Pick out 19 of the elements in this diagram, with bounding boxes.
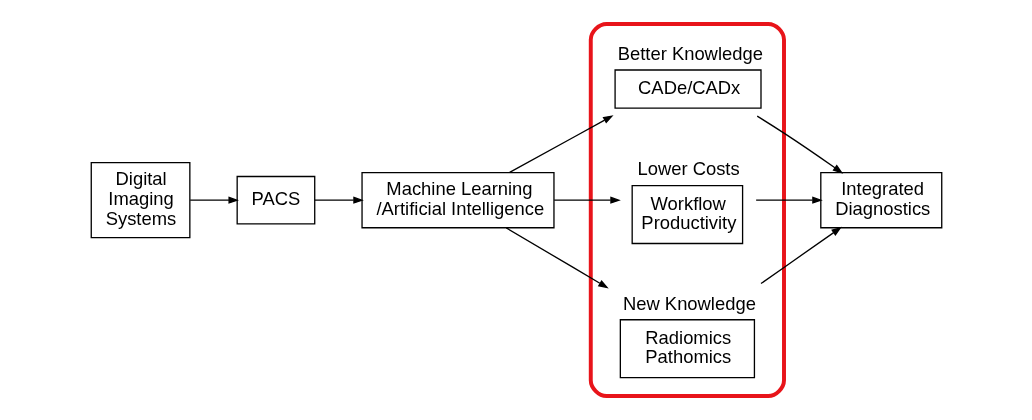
arrow [505, 227, 609, 289]
arrow [313, 196, 364, 204]
arrow [508, 115, 613, 174]
arrow [553, 196, 621, 204]
arrow [756, 115, 843, 174]
arrow [759, 226, 842, 285]
cluster [588, 22, 786, 398]
node-label: New Knowledge [622, 292, 756, 314]
arrow [189, 196, 239, 204]
node-box: Digital Imaging Systems [90, 162, 190, 239]
node-box: PACS [236, 175, 315, 225]
node-box: Workflow Productivity [631, 185, 743, 245]
node-box: Machine Learning /Artificial Intelligence [360, 171, 555, 229]
node-box: CADe/CADx [613, 69, 762, 109]
node-box: Integrated Diagnostics [819, 171, 942, 229]
node-label: Lower Costs [636, 158, 740, 180]
arrow [754, 196, 823, 204]
node-box: Radiomics Pathomics [619, 319, 755, 379]
node-label: Better Knowledge [617, 42, 763, 64]
